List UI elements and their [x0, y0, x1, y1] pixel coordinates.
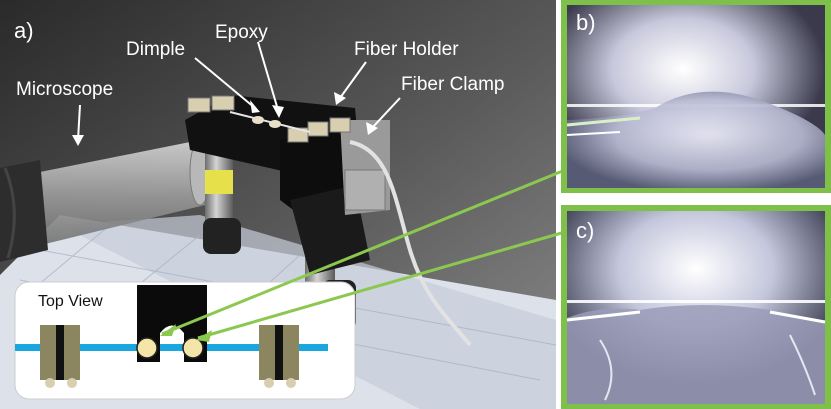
top-view-left-clamp: [40, 325, 80, 388]
pointer-to-c: [197, 230, 566, 340]
fiber-clamp-label: Fiber Clamp: [401, 74, 504, 95]
top-view-fiber: [15, 344, 328, 351]
dimple-pointer: [194, 57, 256, 109]
dimple-label: Dimple: [126, 39, 185, 60]
top-view-holder: [136, 285, 207, 362]
top-view-right-clamp: [259, 325, 299, 388]
panel-b-droplet: [567, 91, 825, 188]
epoxy-pointer: [257, 41, 279, 111]
pointer-to-b: [161, 168, 566, 336]
fiber-clamp-pointer: [371, 97, 401, 129]
fiber-clamps: [187, 95, 351, 143]
epoxy-label: Epoxy: [215, 22, 268, 43]
fiber-beads: [229, 111, 311, 133]
microscope-label: Microscope: [16, 79, 113, 100]
pointer-to-b-head: [160, 324, 176, 336]
panel-a-label: a): [14, 18, 34, 43]
top-view-inset: Top View: [14, 281, 356, 400]
panel-b-label: b): [576, 10, 596, 35]
panel-b: b): [561, 0, 831, 193]
panel-a: a) Microscope Dimple Epoxy Fiber Holder …: [0, 0, 566, 409]
panel-c-droplet: [567, 305, 825, 404]
top-view-epoxy: [182, 337, 204, 359]
fiber-holder-label: Fiber Holder: [354, 39, 459, 60]
label-pointers: [72, 41, 401, 146]
pointer-to-c-head: [196, 330, 212, 342]
top-view-label: Top View: [38, 293, 103, 310]
fiber-cable: [349, 140, 472, 347]
microscope-pointer: [77, 104, 81, 141]
top-view-dimple: [136, 337, 158, 359]
fiber-holder-pointer: [339, 61, 367, 99]
green-pointers: [160, 168, 566, 342]
panel-c-label: c): [576, 218, 594, 243]
panel-c: c): [561, 205, 831, 409]
